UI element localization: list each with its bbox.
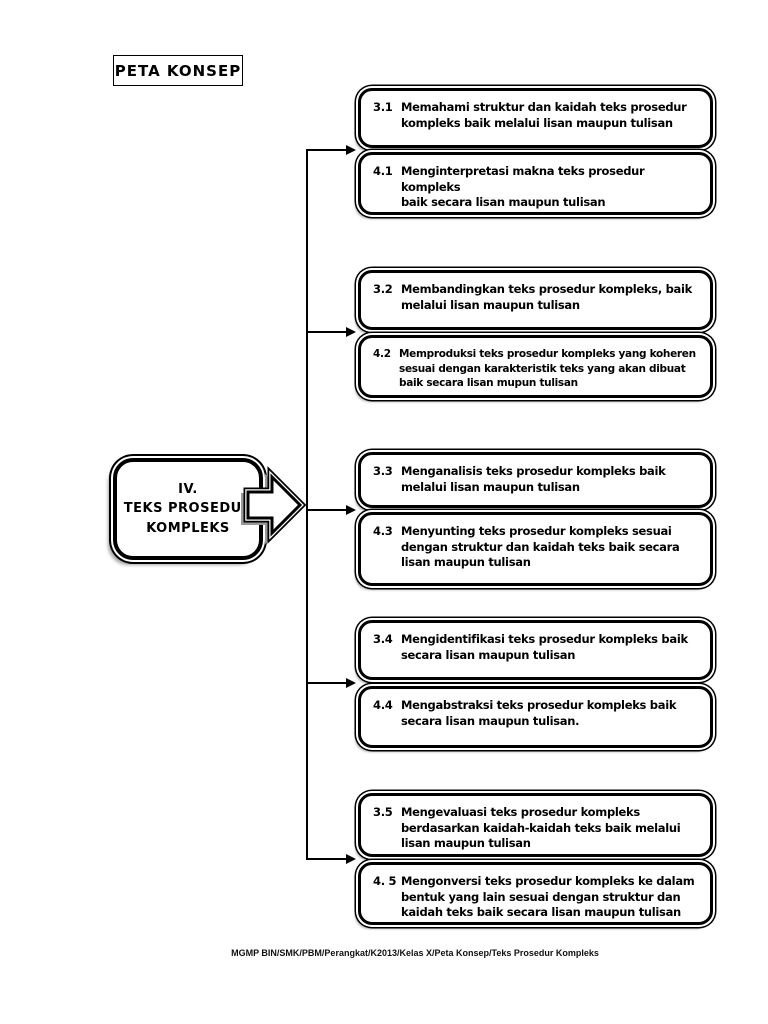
center-node-label: IV. TEKS PROSEDUR KOMPLEKS: [123, 481, 253, 536]
box-text: Menyunting teks prosedur kompleks sesuai…: [401, 524, 680, 570]
box-4-4: 4.4 Mengabstraksi teks prosedur kompleks…: [358, 686, 713, 748]
box-text: Menginterpretasi makna teks prosedur kom…: [401, 164, 645, 210]
box-4-5: 4. 5 Mengonversi teks prosedur kompleks …: [358, 862, 713, 925]
box-4-3: 4.3 Menyunting teks prosedur kompleks se…: [358, 512, 713, 586]
box-text: Memahami struktur dan kaidah teks prosed…: [401, 100, 687, 130]
box-text: Mengidentifikasi teks prosedur kompleks …: [401, 632, 688, 662]
box-3-1: 3.1 Memahami struktur dan kaidah teks pr…: [358, 88, 713, 148]
center-node-box: IV. TEKS PROSEDUR KOMPLEKS: [113, 458, 263, 560]
page-title-box: PETA KONSEP: [113, 55, 243, 86]
box-text: Membandingkan teks prosedur kompleks, ba…: [401, 282, 692, 312]
branch-arrow-icon: [306, 145, 356, 864]
box-3-5: 3.5 Mengevaluasi teks prosedur kompleks …: [358, 793, 713, 857]
page-title: PETA KONSEP: [114, 61, 242, 80]
box-text: Mengabstraksi teks prosedur kompleks bai…: [401, 698, 677, 728]
box-number: 4.3: [373, 524, 393, 538]
box-number: 4.4: [373, 698, 393, 712]
box-3-4: 3.4 Mengidentifikasi teks prosedur kompl…: [358, 620, 713, 680]
box-3-3: 3.3 Menganalisis teks prosedur kompleks …: [358, 452, 713, 508]
box-number: 3.3: [373, 464, 393, 478]
box-3-2: 3.2 Membandingkan teks prosedur kompleks…: [358, 270, 713, 330]
footer-text: MGMP BIN/SMK/PBM/Perangkat/K2013/Kelas X…: [231, 948, 599, 958]
box-number: 3.5: [373, 805, 393, 819]
box-number: 4.1: [373, 164, 393, 178]
box-number: 3.2: [373, 282, 393, 296]
box-number: 3.4: [373, 632, 393, 646]
box-number: 4.2: [373, 348, 391, 360]
box-text: Mengonversi teks prosedur kompleks ke da…: [401, 874, 695, 920]
box-4-1: 4.1 Menginterpretasi makna teks prosedur…: [358, 152, 713, 215]
box-text: Mengevaluasi teks prosedur kompleks berd…: [401, 805, 681, 851]
box-text: Menganalisis teks prosedur kompleks baik…: [401, 464, 666, 494]
box-number: 3.1: [373, 100, 393, 114]
box-text: Memproduksi teks prosedur kompleks yang …: [399, 348, 696, 390]
box-4-2: 4.2 Memproduksi teks prosedur kompleks y…: [358, 335, 713, 398]
box-number: 4. 5: [373, 874, 397, 888]
